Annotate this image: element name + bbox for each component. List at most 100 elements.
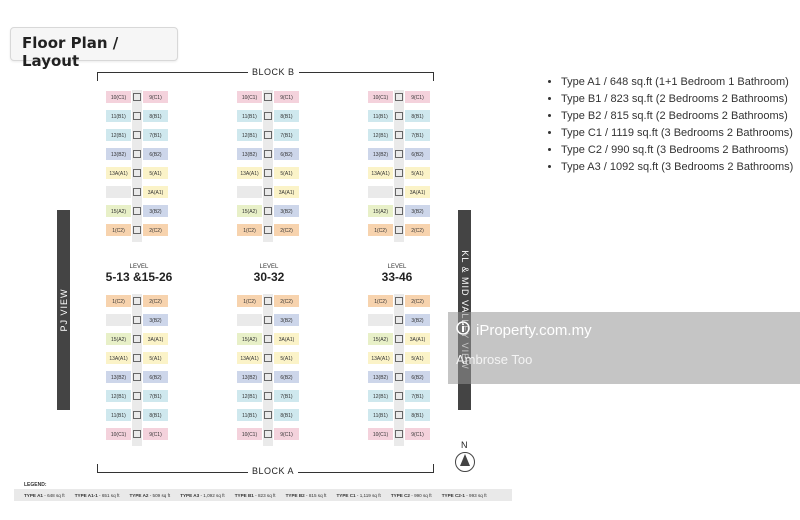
lift-icon [395, 226, 403, 234]
unit-cell: 7(B1) [142, 389, 169, 403]
lift-icon [264, 297, 272, 305]
level-1-range: 5-13 &15-26 [105, 270, 173, 284]
tower-core [394, 294, 404, 446]
unit-cell: 13A(A1) [367, 351, 394, 365]
unit-cell: 15(A2) [105, 204, 132, 218]
lift-icon [264, 188, 272, 196]
unit-cell: 13(B2) [236, 147, 263, 161]
level-3-word: LEVEL [387, 264, 407, 270]
lift-icon [264, 335, 272, 343]
lift-icon [264, 169, 272, 177]
unit-cell [105, 185, 132, 199]
level-2-word: LEVEL [259, 264, 279, 270]
level-1-caption: LEVEL 5-13 &15-26 [104, 264, 174, 284]
unit-cell: 8(B1) [273, 408, 300, 422]
level-3-range: 33-46 [381, 270, 413, 284]
unit-cell: 8(B1) [142, 408, 169, 422]
lift-icon [395, 316, 403, 324]
block-a-tower-2: 1(C2)2(C2)3(B2)15(A2)3A(A1)13A(A1)5(A1)1… [236, 294, 300, 446]
unit-cell: 1(C2) [105, 294, 132, 308]
lift-icon [264, 430, 272, 438]
unit-cell: 11(B1) [105, 408, 132, 422]
lift-icon [264, 316, 272, 324]
compass-circle [455, 452, 475, 472]
lift-icon [395, 131, 403, 139]
lift-icon [133, 188, 141, 196]
unit-cell: 12(B1) [367, 389, 394, 403]
unit-cell: 5(A1) [404, 166, 431, 180]
unit-cell: 13(B2) [236, 370, 263, 384]
unit-cell: 5(A1) [273, 351, 300, 365]
unit-cell: 3(B2) [404, 313, 431, 327]
lift-icon [133, 150, 141, 158]
unit-cell: 13A(A1) [236, 351, 263, 365]
unit-cell: 8(B1) [404, 408, 431, 422]
unit-cell: 9(C1) [273, 427, 300, 441]
unit-cell: 15(A2) [236, 332, 263, 346]
unit-cell: 10(C1) [367, 427, 394, 441]
unit-type-item: Type B2 / 815 sq.ft (2 Bedrooms 2 Bathro… [561, 108, 800, 125]
lift-icon [395, 169, 403, 177]
unit-cell [367, 313, 394, 327]
tower-core [263, 90, 273, 242]
unit-cell: 13A(A1) [105, 166, 132, 180]
legend-item: TYPE B1 - 823 sq ft [234, 492, 276, 498]
unit-type-item: Type A3 / 1092 sq.ft (3 Bedrooms 2 Bathr… [561, 159, 800, 176]
unit-cell: 3(B2) [404, 204, 431, 218]
unit-cell: 10(C1) [236, 427, 263, 441]
unit-cell: 15(A2) [105, 332, 132, 346]
unit-cell: 1(C2) [236, 294, 263, 308]
unit-cell: 2(C2) [273, 223, 300, 237]
pj-view-label: PJ VIEW [58, 288, 69, 332]
unit-cell: 10(C1) [105, 427, 132, 441]
page-title: Floor Plan / Layout [22, 34, 119, 70]
unit-cell: 1(C2) [367, 223, 394, 237]
block-b-tower-1: 10(C1)9(C1)11(B1)8(B1)12(B1)7(B1)13(B2)6… [105, 90, 169, 242]
lift-icon [395, 411, 403, 419]
lift-icon [133, 411, 141, 419]
unit-cell: 3A(A1) [142, 332, 169, 346]
level-1-word: LEVEL [129, 264, 149, 270]
lift-icon [133, 93, 141, 101]
unit-cell: 3A(A1) [404, 332, 431, 346]
unit-cell: 12(B1) [367, 128, 394, 142]
unit-cell: 3A(A1) [142, 185, 169, 199]
tower-core [132, 294, 142, 446]
block-b-label: BLOCK B [248, 67, 299, 77]
unit-cell: 6(B2) [404, 147, 431, 161]
unit-cell: 9(C1) [404, 427, 431, 441]
unit-cell: 6(B2) [142, 370, 169, 384]
unit-cell: 7(B1) [404, 389, 431, 403]
block-a-tower-3: 1(C2)2(C2)3(B2)15(A2)3A(A1)13A(A1)5(A1)1… [367, 294, 431, 446]
unit-cell: 7(B1) [404, 128, 431, 142]
unit-cell: 12(B1) [236, 389, 263, 403]
lift-icon [133, 373, 141, 381]
unit-cell: 9(C1) [273, 90, 300, 104]
lift-icon [264, 93, 272, 101]
compass: N [455, 440, 475, 472]
lift-icon [264, 112, 272, 120]
unit-cell: 7(B1) [273, 128, 300, 142]
block-a-tower-1: 1(C2)2(C2)3(B2)15(A2)3A(A1)13A(A1)5(A1)1… [105, 294, 169, 446]
legend-type: TYPE C2-1 [441, 492, 465, 498]
unit-type-item: Type C2 / 990 sq.ft (3 Bedrooms 2 Bathro… [561, 142, 800, 159]
unit-cell: 15(A2) [367, 332, 394, 346]
pj-view-band: PJ VIEW [57, 210, 70, 410]
unit-cell: 11(B1) [236, 408, 263, 422]
unit-cell: 11(B1) [105, 109, 132, 123]
watermark-agent: Ambrose Too [456, 352, 533, 367]
lift-icon [395, 112, 403, 120]
level-2-range: 30-32 [253, 270, 285, 284]
compass-arrow-icon [460, 454, 470, 466]
tower-core [394, 90, 404, 242]
lift-icon [133, 112, 141, 120]
unit-cell: 1(C2) [367, 294, 394, 308]
watermark-brand: iProperty.com.my [476, 322, 592, 339]
legend-item: TYPE C2-1 - 993 sq ft [441, 492, 487, 498]
unit-cell: 3A(A1) [273, 185, 300, 199]
lift-icon [133, 354, 141, 362]
lift-icon [133, 430, 141, 438]
compass-north-label: N [461, 440, 468, 450]
lift-icon [264, 131, 272, 139]
